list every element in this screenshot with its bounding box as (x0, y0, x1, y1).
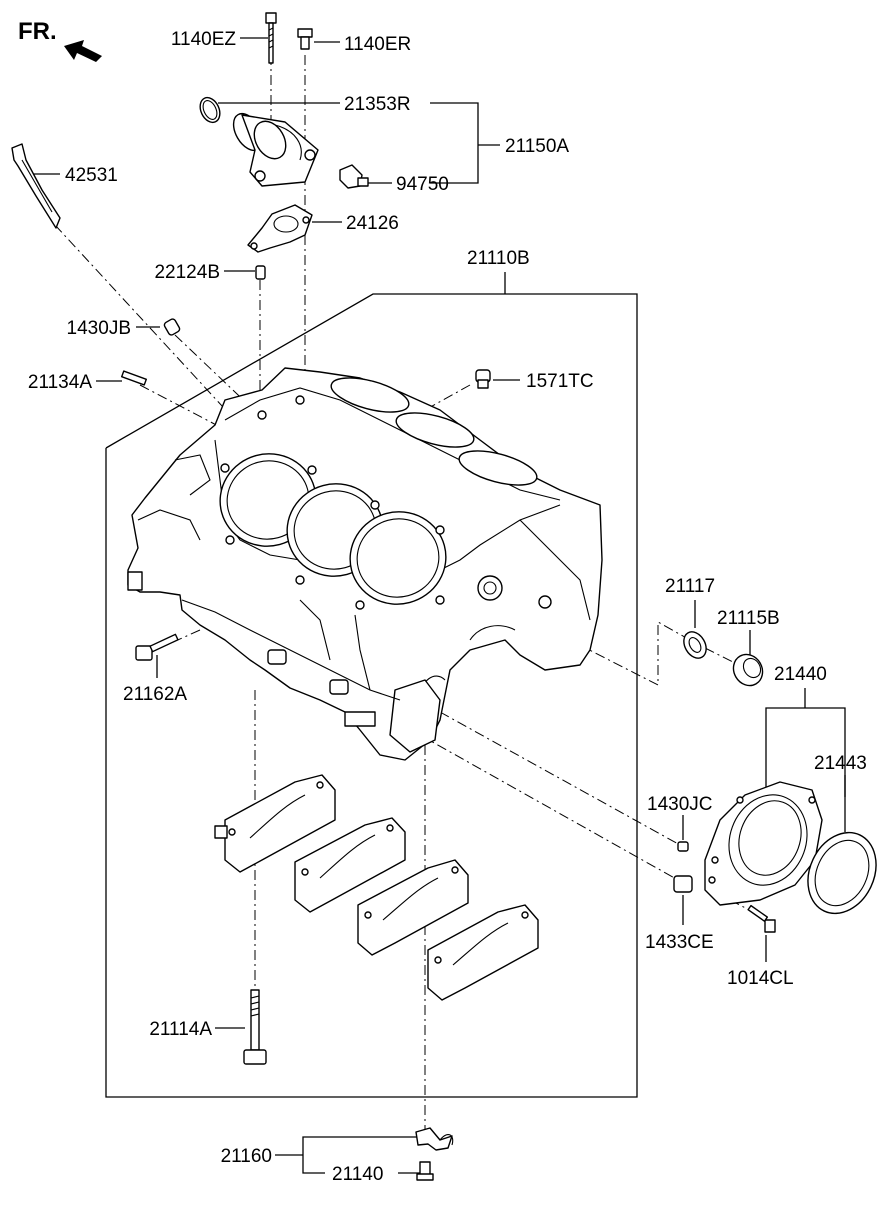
bolt-21140 (416, 1161, 434, 1181)
gasket-24126 (247, 204, 313, 253)
plug-1430JB (163, 318, 181, 336)
front-marker-label: FR. (18, 18, 57, 45)
bearing-cap-3 (357, 859, 469, 956)
dipstick-guide-42531 (11, 143, 61, 229)
label-21162A: 21162A (123, 684, 187, 705)
label-21443: 21443 (814, 753, 867, 774)
label-21134A: 21134A (28, 372, 92, 393)
oil-jet-21160 (415, 1127, 454, 1151)
label-21160: 21160 (221, 1146, 272, 1167)
bearing-cap-1 (214, 774, 336, 873)
label-21440: 21440 (774, 664, 827, 685)
label-21353R: 21353R (344, 94, 411, 115)
bolt-21114A (243, 989, 267, 1065)
label-1430JB: 1430JB (67, 318, 131, 339)
label-21117: 21117 (665, 576, 715, 597)
o-ring-21353R (199, 96, 221, 124)
label-21114A: 21114A (149, 1019, 212, 1040)
label-1430JC: 1430JC (647, 794, 713, 815)
label-1571TC: 1571TC (526, 371, 594, 392)
temperature-sensor-94750 (339, 164, 369, 189)
label-21110B: 21110B (467, 248, 530, 269)
label-22124B: 22124B (154, 262, 220, 283)
front-arrow-icon (64, 40, 102, 62)
part-labels: 1140EZ 1140ER 21353R 21150A 42531 94750 … (28, 29, 867, 1185)
label-1433CE: 1433CE (645, 932, 714, 953)
seal-21117 (683, 631, 707, 659)
plug-21115B (732, 653, 764, 687)
dowel-pin-22124B (255, 265, 266, 280)
main-bearing-caps (214, 774, 539, 1001)
bearing-cap-2 (294, 817, 406, 913)
label-42531: 42531 (65, 165, 118, 186)
label-1014CL: 1014CL (727, 968, 794, 989)
stud-21134A (120, 370, 148, 386)
front-orientation-marker: FR. (18, 18, 102, 62)
label-1140ER: 1140ER (344, 34, 411, 55)
water-outlet-fitting-21150A (232, 112, 319, 187)
label-21150A: 21150A (505, 136, 569, 157)
leader-lines (34, 37, 846, 1174)
label-1140EZ: 1140EZ (171, 29, 237, 50)
plug-1571TC (475, 369, 491, 389)
label-24126: 24126 (346, 213, 399, 234)
label-21140: 21140 (332, 1164, 383, 1185)
bolt-1014CL (747, 904, 776, 933)
assembly-boundary-21110B (105, 293, 638, 1098)
label-21115B: 21115B (717, 608, 780, 629)
bolt-1140EZ (265, 12, 277, 64)
cylinder-block-21110B (127, 367, 603, 761)
bearing-cap-4 (427, 904, 539, 1001)
rear-oil-seal-case-21440 (704, 781, 823, 906)
rear-oil-seal-21443 (807, 831, 877, 915)
label-94750: 94750 (396, 174, 449, 195)
dowel-1433CE (673, 875, 693, 893)
dowel-1430JC (677, 841, 689, 852)
bolt-1140ER (297, 28, 313, 50)
bolt-21162A (135, 633, 179, 661)
